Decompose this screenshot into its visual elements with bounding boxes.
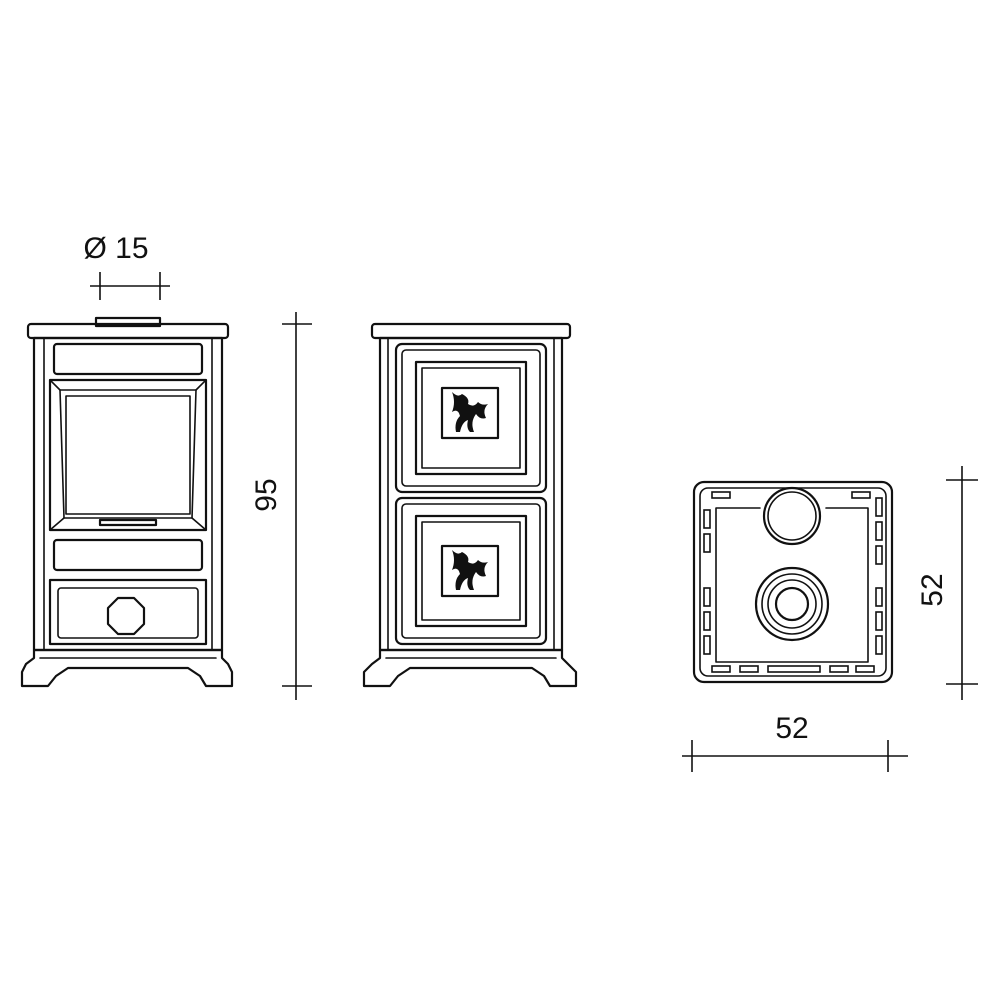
front-body [32, 336, 224, 652]
width-label: 52 [775, 712, 808, 745]
top-view [692, 480, 894, 684]
front-middle-panel [52, 538, 204, 572]
lower-tile-frame [414, 514, 528, 628]
side-view [362, 322, 578, 688]
flue-outlet-circle [762, 486, 822, 546]
hob-ring-inner [774, 586, 810, 622]
flue-diameter-dimension: Ø 15 [83, 232, 170, 300]
ash-drawer [48, 578, 208, 646]
height-label: 95 [250, 478, 283, 511]
front-upper-panel [52, 342, 204, 376]
lower-tile-decoration-icon [440, 544, 500, 598]
side-top-plate [370, 322, 572, 340]
upper-tile [394, 342, 548, 494]
flue-collar [94, 316, 162, 328]
fire-door-bevel [59, 389, 197, 519]
upper-tile-frame [414, 360, 528, 476]
door-handle-bar [98, 518, 158, 527]
top-inner-frame [715, 507, 869, 663]
fire-door [48, 378, 208, 532]
height-dimension: 95 [250, 312, 312, 700]
draft-regulator-icon [106, 596, 146, 636]
depth-label: 52 [916, 573, 949, 606]
hob-ring-outer [754, 566, 830, 642]
front-base-feet [20, 648, 234, 688]
fire-door-glass [65, 395, 191, 515]
upper-tile-decoration-icon [440, 386, 500, 440]
ash-drawer-inner [57, 587, 199, 639]
depth-dimension: 52 [916, 466, 978, 700]
top-outline [692, 480, 894, 684]
side-body [378, 336, 564, 652]
front-view [20, 316, 234, 688]
flue-diameter-label: Ø 15 [83, 232, 148, 265]
fire-door-corners [49, 379, 207, 531]
front-body-inner [43, 337, 213, 651]
side-base-feet [362, 648, 578, 688]
width-dimension: 52 [682, 712, 908, 772]
lower-tile [394, 496, 548, 646]
